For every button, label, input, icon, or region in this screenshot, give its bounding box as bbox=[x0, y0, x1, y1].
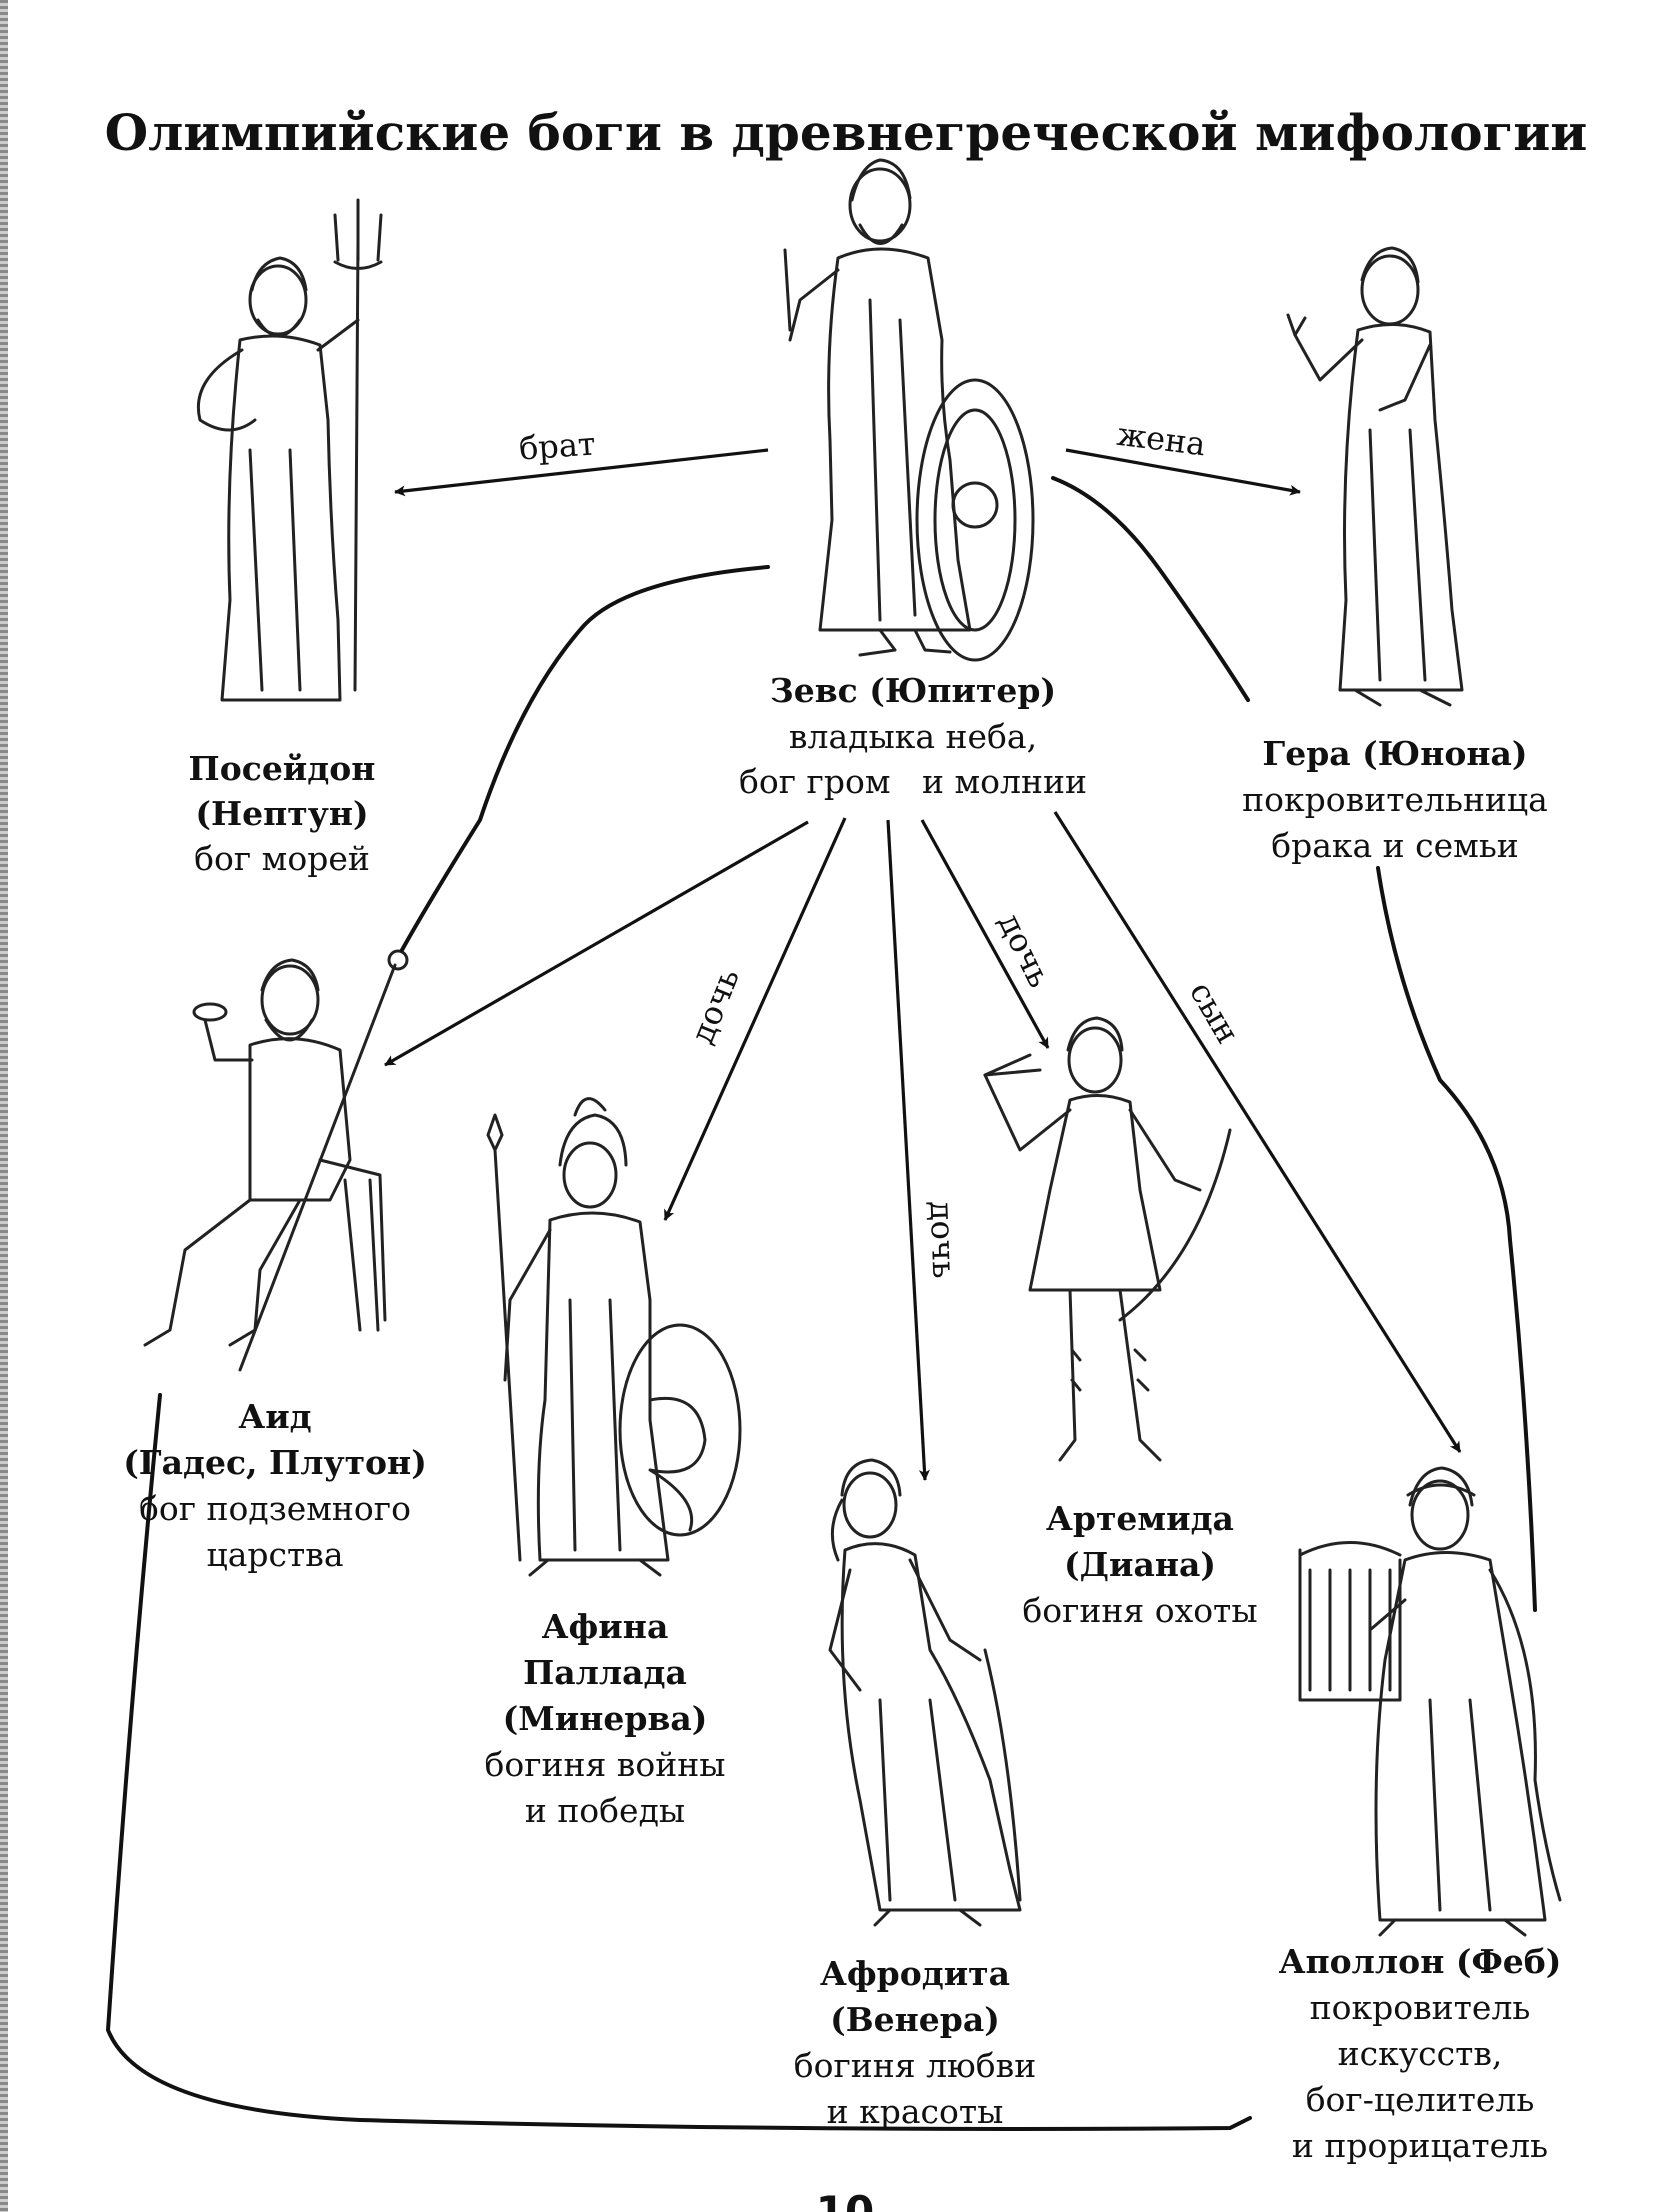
hera-name: Гера (Юнона) bbox=[1262, 734, 1527, 773]
aphrodite-desc-2: и красоты bbox=[827, 2092, 1004, 2131]
curve-zeus-hades bbox=[400, 565, 770, 952]
aphrodite-name: Афродита bbox=[820, 1954, 1010, 1993]
artemis-altname: (Диана) bbox=[1064, 1545, 1216, 1584]
poseidon-name: Посейдон bbox=[189, 749, 376, 788]
aphrodite-altname: (Венера) bbox=[830, 2000, 1000, 2039]
athena-name: Афина bbox=[542, 1607, 669, 1646]
poseidon-desc: бог морей bbox=[194, 839, 370, 878]
athena-desc-2: и победы bbox=[525, 1791, 685, 1830]
label-daughter-aphrodite: дочь bbox=[923, 1200, 964, 1279]
poseidon-altname: (Нептун) bbox=[195, 794, 368, 833]
page-title: Олимпийские боги в древнегреческой мифол… bbox=[105, 103, 1588, 162]
hades-altname: (Гадес, Плутон) bbox=[123, 1443, 427, 1482]
apollo-desc-1: покровитель bbox=[1310, 1988, 1531, 2027]
athena-name-2: Паллада bbox=[523, 1653, 687, 1692]
hera-desc-1: покровительница bbox=[1242, 780, 1548, 819]
hades-desc-1: бог подземного bbox=[139, 1489, 411, 1528]
curve-hera-apollo bbox=[1376, 866, 1537, 1612]
hera-figure bbox=[1286, 246, 1464, 707]
athena-figure bbox=[486, 1097, 742, 1577]
arrow-zeus-hades bbox=[384, 820, 809, 1067]
arrow-zeus-artemis bbox=[920, 819, 1050, 1049]
arrow-zeus-aphrodite bbox=[886, 819, 930, 1481]
curve-zeus-hera bbox=[1051, 476, 1250, 702]
zeus-figure bbox=[783, 158, 1035, 662]
hades-label: Аид (Гадес, Плутон) бог подземного царст… bbox=[123, 1397, 427, 1574]
zeus-label: Зевс (Юпитер) владыка неба, бог гром и м… bbox=[739, 671, 1087, 801]
poseidon-figure bbox=[196, 198, 383, 702]
poseidon-label: Посейдон (Нептун) бог морей bbox=[189, 749, 376, 878]
athena-altname: (Минерва) bbox=[503, 1699, 708, 1738]
artemis-desc: богиня охоты bbox=[1022, 1591, 1257, 1630]
arrow-zeus-hera bbox=[1065, 448, 1301, 496]
zeus-name: Зевс (Юпитер) bbox=[770, 671, 1056, 710]
aphrodite-desc-1: богиня любви bbox=[794, 2046, 1036, 2085]
scan-edge bbox=[0, 0, 8, 2212]
aphrodite-label: Афродита (Венера) богиня любви и красоты bbox=[794, 1954, 1036, 2131]
apollo-figure bbox=[1298, 1466, 1562, 1937]
label-wife: жена bbox=[1115, 415, 1208, 464]
apollo-label: Аполлон (Феб) покровитель искусств, бог-… bbox=[1279, 1942, 1562, 2165]
zeus-desc-2: бог гром и молнии bbox=[739, 762, 1087, 801]
arrow-zeus-poseidon bbox=[394, 448, 769, 497]
arrow-zeus-athena bbox=[663, 817, 847, 1221]
apollo-desc-3: бог-целитель bbox=[1306, 2080, 1535, 2119]
curve-hades-bottom bbox=[105, 1393, 1252, 2131]
hera-desc-2: брака и семьи bbox=[1271, 826, 1519, 865]
artemis-label: Артемида (Диана) богиня охоты bbox=[1022, 1499, 1257, 1630]
label-son: сын bbox=[1182, 975, 1247, 1050]
apollo-name: Аполлон (Феб) bbox=[1279, 1942, 1562, 1981]
label-brother: брат bbox=[518, 424, 597, 467]
arrow-zeus-apollo bbox=[1053, 811, 1462, 1453]
apollo-desc-2: искусств, bbox=[1338, 2034, 1503, 2073]
artemis-figure bbox=[983, 1016, 1232, 1462]
hera-label: Гера (Юнона) покровительница брака и сем… bbox=[1242, 734, 1548, 865]
page-number: 10 bbox=[816, 2187, 874, 2212]
zeus-desc-1: владыка неба, bbox=[789, 717, 1037, 756]
apollo-desc-4: и прорицатель bbox=[1292, 2126, 1548, 2165]
aphrodite-figure bbox=[828, 1458, 1022, 1927]
hades-desc-2: царства bbox=[206, 1535, 343, 1574]
athena-label: Афина Паллада (Минерва) богиня войны и п… bbox=[484, 1607, 725, 1830]
label-daughter-athena: дочь bbox=[683, 963, 747, 1049]
hades-name: Аид bbox=[238, 1397, 311, 1436]
athena-desc-1: богиня войны bbox=[484, 1745, 725, 1784]
artemis-name: Артемида bbox=[1046, 1499, 1234, 1538]
hades-figure bbox=[143, 949, 409, 1372]
label-daughter-artemis: дочь bbox=[991, 907, 1059, 993]
